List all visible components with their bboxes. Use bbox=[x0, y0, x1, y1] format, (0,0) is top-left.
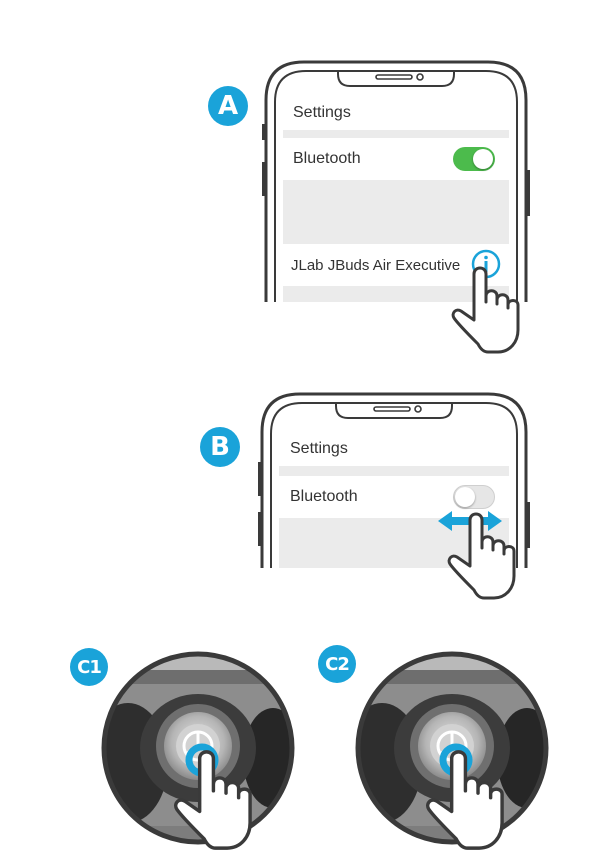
phone-b-frame bbox=[258, 392, 530, 568]
phone-a-bluetooth-label: Bluetooth bbox=[293, 150, 361, 167]
phone-a-device-name: JLab JBuds Air Executive bbox=[291, 256, 461, 274]
phone-b-title-row: Settings bbox=[279, 432, 509, 466]
step-badge-c1: C1 bbox=[70, 648, 108, 686]
phone-b-bluetooth-row: Bluetooth bbox=[279, 476, 509, 518]
phone-a-bluetooth-toggle[interactable] bbox=[453, 147, 495, 171]
step-badge-c2: C2 bbox=[318, 645, 356, 683]
phone-a-frame bbox=[262, 60, 530, 302]
phone-b-bluetooth-label: Bluetooth bbox=[290, 488, 358, 505]
toggle-knob bbox=[455, 487, 475, 507]
hand-pointer-icon bbox=[174, 750, 252, 850]
phone-a-title-row: Settings bbox=[283, 96, 509, 130]
phone-b-bluetooth-toggle[interactable] bbox=[453, 485, 495, 509]
hand-pointer-icon bbox=[451, 266, 520, 354]
phone-a-title: Settings bbox=[293, 104, 351, 121]
phone-a: Settings Bluetooth JLab JBuds Air Execut… bbox=[262, 60, 530, 305]
hand-pointer-icon bbox=[426, 750, 504, 850]
hand-pointer-icon bbox=[447, 512, 516, 600]
step-badge-b: B bbox=[200, 427, 240, 467]
phone-a-gap-1 bbox=[283, 130, 509, 138]
toggle-knob bbox=[473, 149, 493, 169]
phone-a-gap-3 bbox=[283, 286, 509, 302]
earbud-c2 bbox=[355, 651, 549, 845]
phone-a-device-row[interactable]: JLab JBuds Air Executive bbox=[283, 244, 509, 286]
phone-b-gap-1 bbox=[279, 466, 509, 476]
phone-a-gap-2 bbox=[283, 180, 509, 244]
earbud-c1 bbox=[101, 651, 295, 845]
phone-b-title: Settings bbox=[290, 440, 348, 457]
step-badge-a: A bbox=[208, 86, 248, 126]
phone-a-bluetooth-row: Bluetooth bbox=[283, 138, 509, 180]
